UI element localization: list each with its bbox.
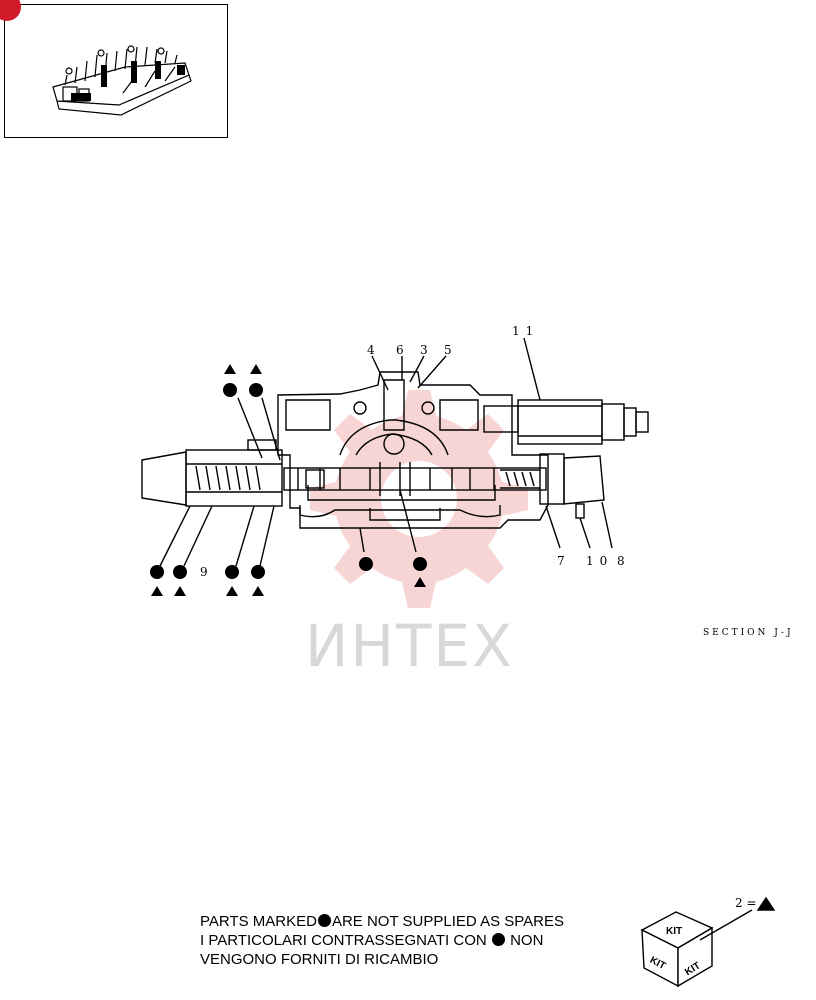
- callout-8: 8: [617, 554, 631, 568]
- callout-5: 5: [444, 343, 458, 357]
- valve-assembly-icon: [52, 45, 192, 116]
- callout-3: 3: [420, 343, 434, 357]
- kit-equals-label: 2 =: [735, 896, 757, 910]
- section-label: SECTION J-J: [703, 628, 794, 638]
- callout-7: 7: [557, 554, 571, 568]
- callout-4: 4: [367, 343, 381, 357]
- notice-line-3: VENGONO FORNITI DI RICAMBIO: [200, 951, 439, 968]
- callout-9: 9: [200, 565, 214, 579]
- dot-marker-icon: [317, 914, 331, 927]
- kit-top-label: KIT: [666, 926, 682, 937]
- callout-11: 11: [512, 324, 540, 338]
- watermark-text: ИНТЕХ: [305, 612, 514, 680]
- notice-line-2: I PARTICOLARI CONTRASSEGNATI CON NON: [200, 932, 544, 949]
- kit-box-icon: [640, 896, 776, 988]
- marker-group: [150, 364, 427, 596]
- callout-6: 6: [396, 343, 410, 357]
- badge-icon: [0, 0, 21, 21]
- callout-10: 10: [586, 554, 614, 568]
- dot-marker-icon: [491, 933, 505, 946]
- thumbnail-frame: [0, 0, 228, 138]
